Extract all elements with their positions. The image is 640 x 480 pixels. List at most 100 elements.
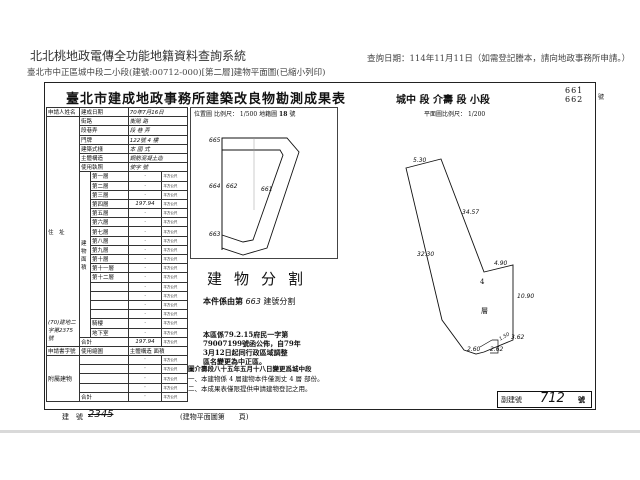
remark-line: 二、本成果表僅限提供申請建物登記之用。 xyxy=(188,385,312,393)
table-cell: 平方公尺 xyxy=(161,364,188,375)
note-line: 區名變更為中正區。 xyxy=(203,357,266,366)
table-cell: 第七層 xyxy=(90,226,129,237)
table-cell: 平方公尺 xyxy=(161,244,188,256)
table-row: 第三層·平方公尺 xyxy=(47,189,188,200)
unit: 平方公尺 xyxy=(163,367,178,372)
floor-label: 4 xyxy=(480,278,485,286)
unit: 平方公尺 xyxy=(163,284,178,289)
table-cell: · xyxy=(127,244,163,256)
table-row: 使用執照使字 號 xyxy=(47,162,189,173)
division-suffix: 建號分割 xyxy=(263,297,296,306)
plan-dimension: 2.60 xyxy=(467,346,481,353)
table-cell: 平方公尺 xyxy=(161,253,188,265)
table-cell: 平方公尺 xyxy=(161,327,188,338)
unit: 平方公尺 xyxy=(163,275,178,280)
table-cell: 平方公尺 xyxy=(161,391,188,403)
table-row: 主體構造鋼筋混凝土造 xyxy=(47,152,189,164)
table-cell xyxy=(79,373,129,384)
sheet-label: 地籍圖 xyxy=(259,111,278,118)
lot-label: 663 xyxy=(209,231,221,238)
table-cell: · xyxy=(127,309,163,320)
table-row: 第七層·平方公尺 xyxy=(47,226,188,237)
table-cell: 建築式樣 xyxy=(79,143,129,154)
plan-scale-value: 1/200 xyxy=(467,111,486,118)
footer-page: (建物平面圖第 頁) xyxy=(180,413,249,421)
table-cell: 平方公尺 xyxy=(161,235,188,246)
table-cell: · xyxy=(127,253,163,265)
table-cell: 平方公尺 xyxy=(161,263,188,274)
table-cell: · xyxy=(127,318,163,329)
remarks: 圖介壽段八十五年五月十八日變更爲城中段 一、本建物係 4 層建物本件僅測丈 4 … xyxy=(188,364,506,394)
plan-dimension: 32.30 xyxy=(417,251,435,258)
table-row: 第六層·平方公尺 xyxy=(47,217,188,228)
table-row: 第五層·平方公尺 xyxy=(47,208,188,219)
table-cell: 平方公尺 xyxy=(161,226,188,237)
table-cell: 建物面積 xyxy=(79,171,91,338)
table-cell: 平方公尺 xyxy=(161,180,188,191)
lot-label: 665 xyxy=(209,137,221,144)
table-cell: 197.94 xyxy=(127,336,163,347)
document-frame xyxy=(44,82,596,410)
table-cell: · xyxy=(127,226,163,237)
footer-bno: 2345 xyxy=(88,409,114,420)
unit: 平方公尺 xyxy=(163,220,178,225)
table-cell: 第五層 xyxy=(90,208,129,219)
footer-bno-label: 建 號 xyxy=(62,413,83,421)
note-line: 3月12日起同行政區域調整 xyxy=(203,348,288,357)
table-cell: · xyxy=(127,355,163,366)
table-cell: 平方公尺 xyxy=(161,281,188,292)
unit: 平方公尺 xyxy=(163,312,178,317)
lot-label: 662 xyxy=(226,183,238,190)
building-number: 662 xyxy=(565,95,584,104)
table-cell: 騎樓 xyxy=(90,318,129,329)
unit: 平方公尺 xyxy=(163,201,178,206)
table-cell: 122號 4 樓 xyxy=(127,134,189,145)
table-cell: 使用縮圖 xyxy=(79,345,129,357)
table-cell: 平方公尺 xyxy=(161,299,188,311)
table-cell: · xyxy=(127,382,163,393)
table-row: 段巷弄段 巷 弄 xyxy=(47,125,189,136)
table-cell: · xyxy=(127,327,163,338)
plan-dimension: 4.90 xyxy=(494,260,508,267)
table-cell: 平方公尺 xyxy=(161,272,188,283)
plan-dimension: 3.62 xyxy=(511,334,525,341)
unit: 平方公尺 xyxy=(163,385,178,390)
floor-suffix: 層 xyxy=(481,307,488,315)
table-cell: 合計 xyxy=(79,336,129,347)
table-cell: 街路 xyxy=(79,116,129,127)
table-cell: · xyxy=(127,373,163,384)
table-cell: 本 國 式 xyxy=(127,143,189,154)
division-title: 建物分割 xyxy=(207,270,316,288)
table-cell: 使用執照 xyxy=(79,162,129,173)
table-cell: 平方公尺 xyxy=(161,208,188,219)
division-note: 本件係由第 663 建號分割 xyxy=(203,296,295,307)
system-title: 北北桃地政電傳全功能地籍資料查詢系統 xyxy=(30,49,247,63)
unit: 平方公尺 xyxy=(163,293,178,298)
table-cell: 主體構造 xyxy=(79,152,129,164)
unit: 平方公尺 xyxy=(163,211,178,216)
table-cell: 平方公尺 xyxy=(161,189,188,200)
section-name: 城中 段 介壽 段 小段 xyxy=(396,95,490,106)
plan-dimension: 10.90 xyxy=(517,293,535,300)
table-cell: · xyxy=(127,189,163,200)
table-cell: · xyxy=(127,272,163,283)
table-cell xyxy=(79,382,129,393)
table-cell: · xyxy=(127,235,163,246)
remark-title: 圖介壽段八十五年五月十八日變更爲城中段 xyxy=(188,365,312,373)
table-cell: · xyxy=(127,171,163,182)
table-cell: 第八層 xyxy=(90,235,129,246)
table-cell: 第二層 xyxy=(90,180,129,191)
plan-dimension: 2.62 xyxy=(490,346,504,353)
division-number: 663 xyxy=(245,297,261,306)
location-map: 位置圖 比例尺： 1/500 地籍圖 18 號 665 664 662 661 … xyxy=(190,107,338,259)
unit: 平方公尺 xyxy=(163,358,178,363)
unit: 平方公尺 xyxy=(163,339,178,344)
sub-building-stamp: 副建號 712 號 xyxy=(497,391,592,408)
table-cell: 第六層 xyxy=(90,217,129,228)
document-subtitle: 臺北市中正區城中段二小段(建號:00712-000)[第二層]建物平面圖(已縮小… xyxy=(27,68,326,78)
unit: 平方公尺 xyxy=(163,192,178,197)
table-cell: 平方公尺 xyxy=(161,171,188,182)
table-cell xyxy=(79,355,129,366)
